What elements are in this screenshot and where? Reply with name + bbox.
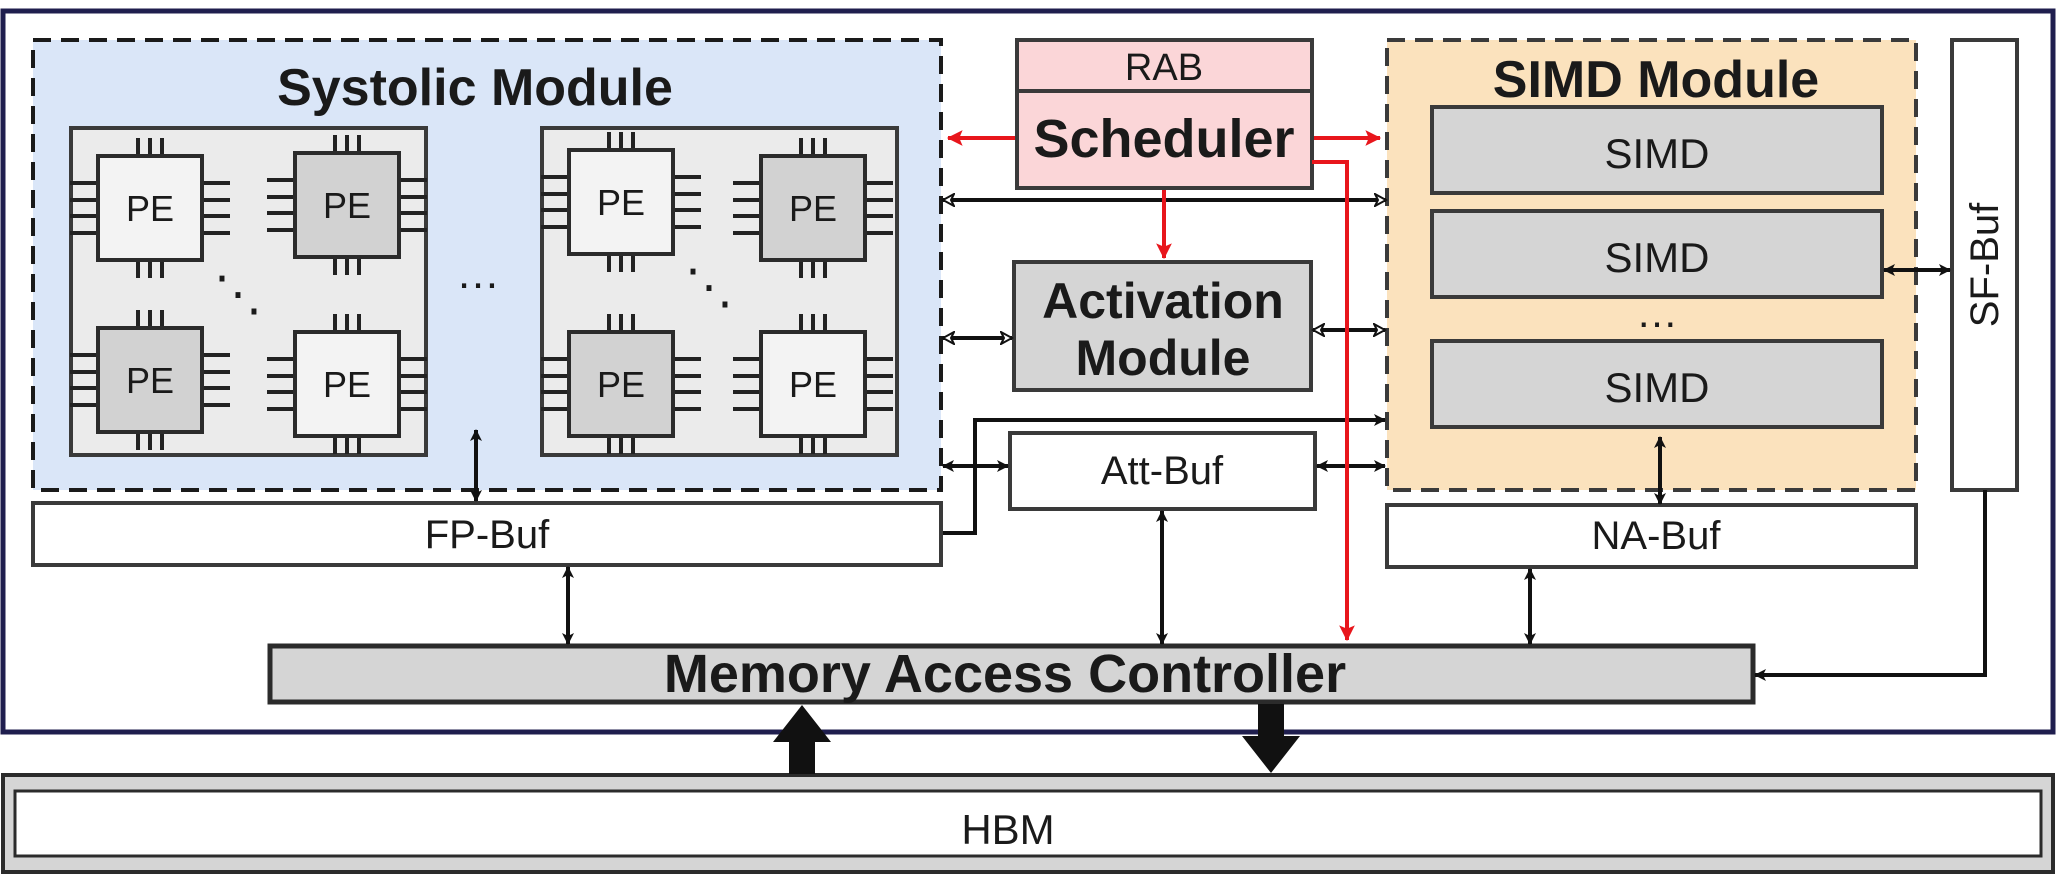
pe-chip-icon: PE: [70, 310, 230, 450]
activation-line2: Module: [1076, 330, 1251, 386]
pe-array-right: PE PE PE: [540, 126, 899, 457]
na-buf-label: NA-Buf: [1592, 514, 1722, 558]
svg-text:PE: PE: [597, 182, 645, 223]
svg-text:PE: PE: [323, 364, 371, 405]
pe-array-left: PE PE PE: [69, 126, 428, 457]
pe-chip-icon: PE: [267, 314, 427, 454]
pe-chip-icon: PE: [541, 314, 701, 454]
systolic-module-title: Systolic Module: [277, 59, 673, 117]
fp-buf: [31, 501, 943, 567]
simd-unit-label: SIMD: [1605, 364, 1710, 411]
simd-unit-label: SIMD: [1605, 130, 1710, 177]
svg-text:PE: PE: [126, 360, 174, 401]
pe-chip-icon: PE: [733, 314, 893, 454]
simd-unit: [1430, 339, 1884, 429]
fp-buf-to-simd-arrow: [943, 414, 1386, 535]
simd-ellipsis: …: [1636, 289, 1678, 336]
pe-array-ellipsis: ⋱: [214, 268, 262, 321]
simd-unit: [1430, 209, 1884, 299]
simd-unit: [1430, 105, 1884, 195]
simd-unit-label: SIMD: [1605, 234, 1710, 281]
rab-label: RAB: [1125, 47, 1203, 89]
svg-text:PE: PE: [789, 188, 837, 229]
pe-array-ellipsis: ⋱: [685, 261, 733, 314]
sf-buf-to-mac-arrow: [1754, 490, 1987, 681]
control-arrow-icon: [946, 130, 1382, 642]
att-buf: [1008, 431, 1317, 511]
between-arrays-ellipsis: …: [456, 249, 500, 298]
pe-chip-icon: PE: [70, 138, 230, 278]
activation-line1: Activation: [1042, 273, 1284, 329]
wide-data-arrow-icon: [773, 705, 831, 774]
att-buf-label: Att-Buf: [1101, 449, 1224, 493]
scheduler-box: [1015, 89, 1314, 190]
hbm: [13, 789, 2043, 858]
svg-text:PE: PE: [126, 188, 174, 229]
svg-text:PE: PE: [323, 185, 371, 226]
na-buf: [1385, 503, 1918, 569]
pe-chip-icon: PE: [541, 132, 701, 272]
rab-box: [1015, 38, 1314, 93]
hbm-label: HBM: [961, 806, 1054, 853]
fp-buf-label: FP-Buf: [425, 513, 550, 557]
scheduler-label: Scheduler: [1033, 109, 1294, 169]
pe-chip-icon: PE: [733, 138, 893, 278]
svg-text:PE: PE: [789, 364, 837, 405]
sf-buf-label: SF-Buf: [1963, 202, 2007, 327]
svg-text:PE: PE: [597, 364, 645, 405]
wide-data-arrow-icon: [1242, 704, 1300, 773]
memory-access-controller: [267, 643, 1756, 705]
pe-chip-icon: PE: [267, 135, 427, 275]
simd-module-title: SIMD Module: [1493, 51, 1819, 109]
mac-label: Memory Access Controller: [664, 644, 1346, 704]
sf-buf: [1950, 38, 2019, 492]
